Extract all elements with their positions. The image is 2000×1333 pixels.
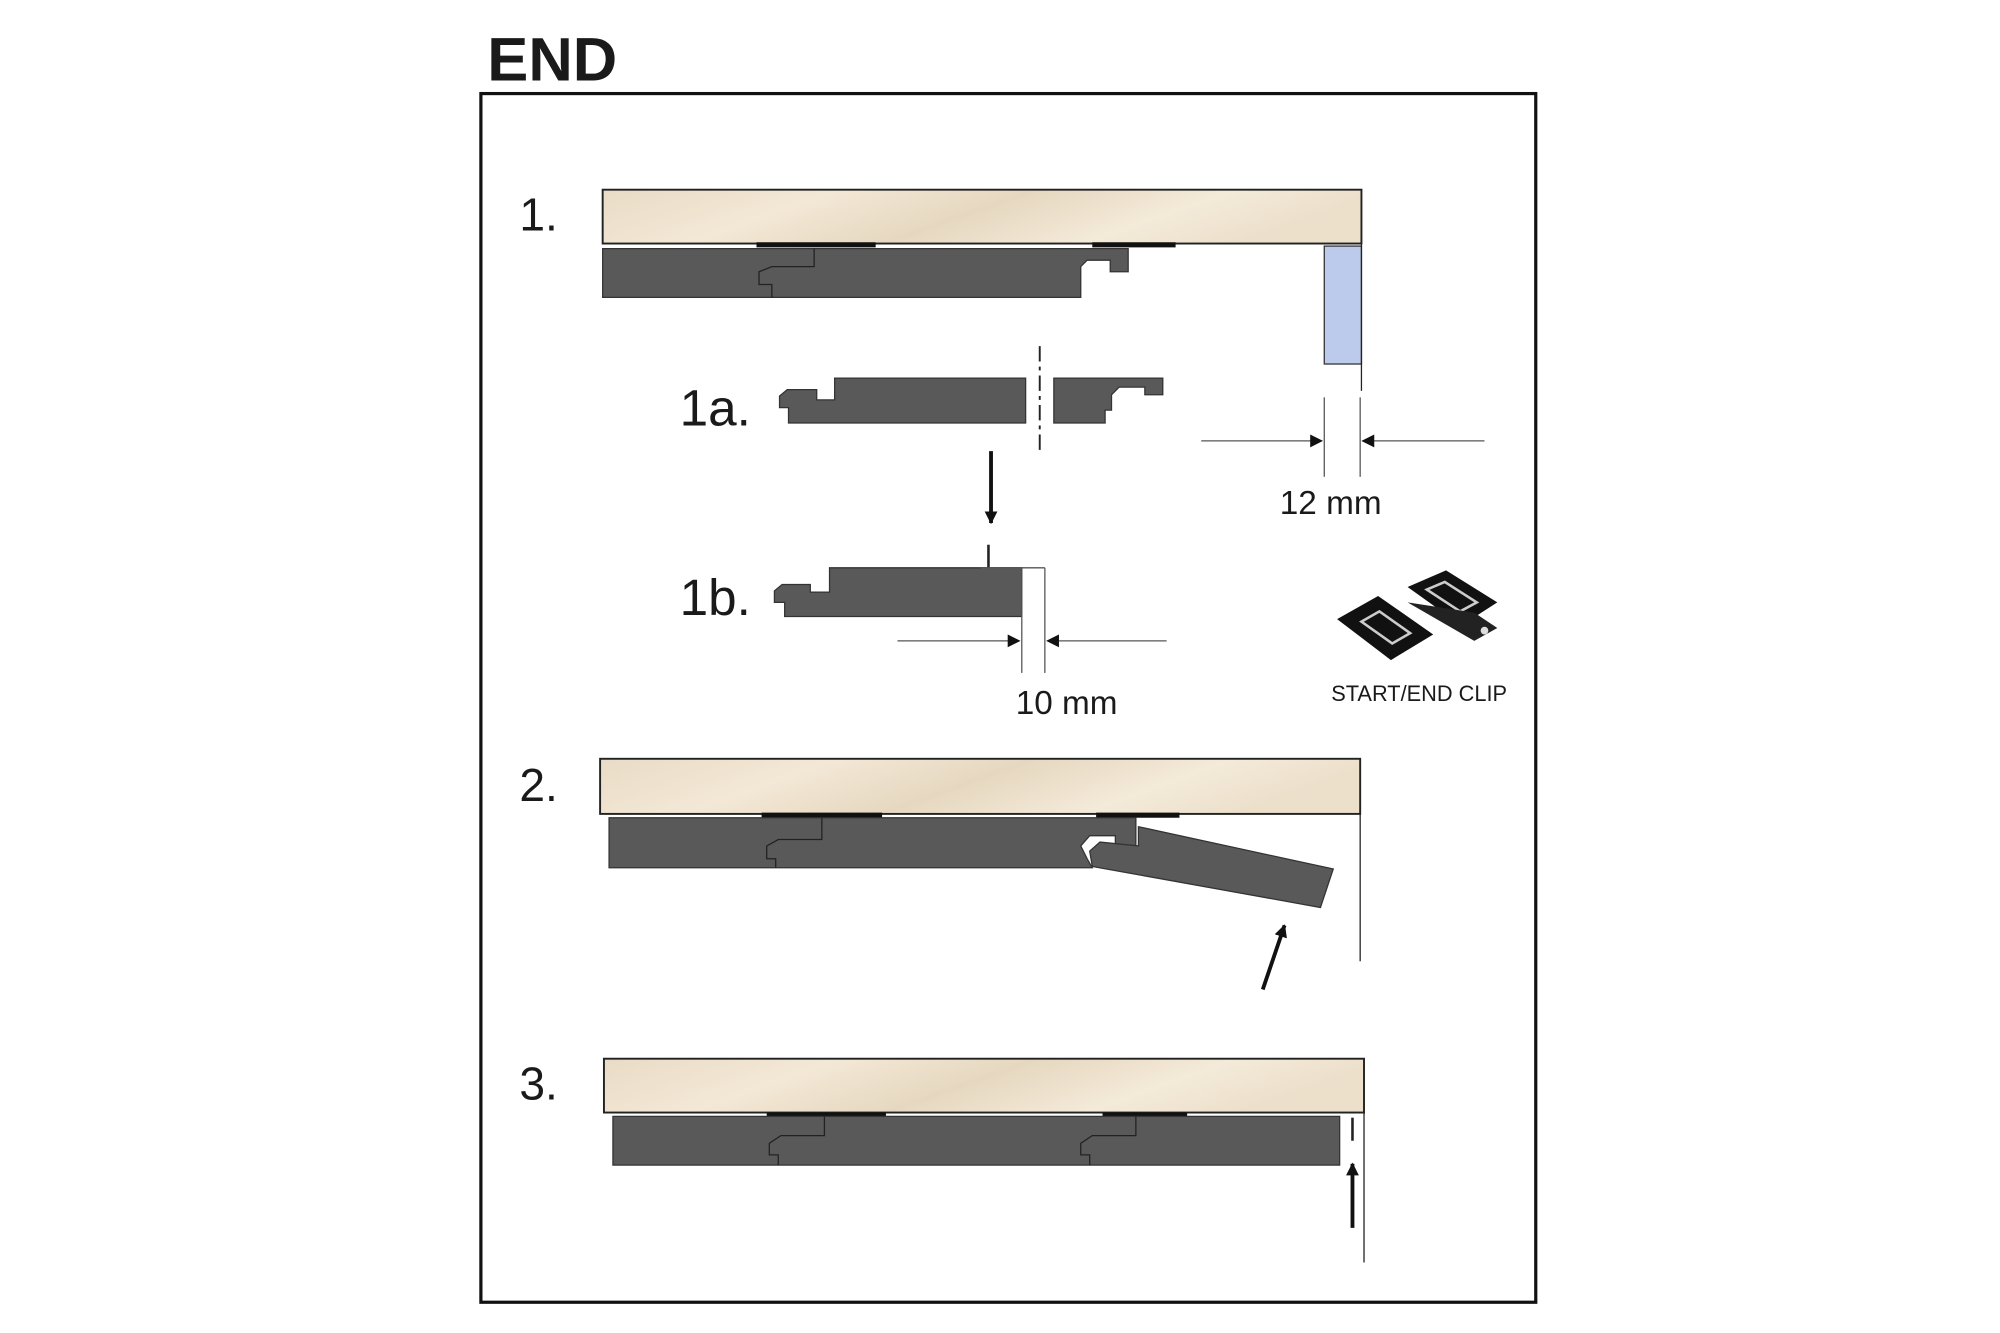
wood-board bbox=[601, 188, 1363, 245]
step-3: 3. bbox=[519, 1057, 1365, 1263]
panel bbox=[612, 1115, 1341, 1166]
step-1: 1. 12 mm bbox=[519, 188, 1485, 522]
panel-joint bbox=[768, 1116, 826, 1166]
step-1b-label: 1b. bbox=[680, 569, 751, 626]
step-1-label: 1. bbox=[519, 189, 557, 241]
start-end-clip-icon bbox=[1337, 570, 1498, 661]
panel bbox=[608, 817, 1137, 869]
panel-joint bbox=[758, 248, 815, 298]
wall-spacer bbox=[1323, 245, 1363, 365]
clip-strip bbox=[1092, 242, 1176, 248]
clip-strip bbox=[756, 242, 876, 248]
wall-gap-dimension: 12 mm bbox=[1280, 485, 1382, 522]
panel-piece-right bbox=[1053, 377, 1164, 424]
step-3-label: 3. bbox=[519, 1058, 557, 1110]
clip-strip bbox=[761, 812, 883, 818]
wood-board bbox=[602, 1057, 1365, 1114]
step-1b: 1b. 10 mm bbox=[680, 544, 1167, 722]
page-title: END bbox=[487, 26, 617, 95]
panel-joint bbox=[1080, 1116, 1137, 1166]
panel-joint bbox=[766, 817, 823, 868]
step-1a-label: 1a. bbox=[680, 380, 751, 437]
clip-strip bbox=[1096, 812, 1180, 818]
clip-strip bbox=[766, 1112, 886, 1118]
cut-offset-dimension: 10 mm bbox=[1016, 685, 1118, 722]
panel-piece-left bbox=[778, 377, 1027, 424]
arrow-up-icon bbox=[1260, 924, 1287, 991]
wood-board bbox=[599, 757, 1362, 815]
step-2-label: 2. bbox=[519, 759, 557, 811]
cut-panel bbox=[773, 567, 1023, 618]
step-2: 2. bbox=[519, 757, 1362, 991]
diagram-frame bbox=[479, 91, 1538, 1304]
panel bbox=[602, 248, 1129, 299]
step-1a: 1a. bbox=[680, 346, 1164, 525]
tilted-panel bbox=[1089, 825, 1335, 909]
clip-caption: START/END CLIP bbox=[1331, 681, 1507, 706]
clip-strip bbox=[1102, 1112, 1188, 1118]
